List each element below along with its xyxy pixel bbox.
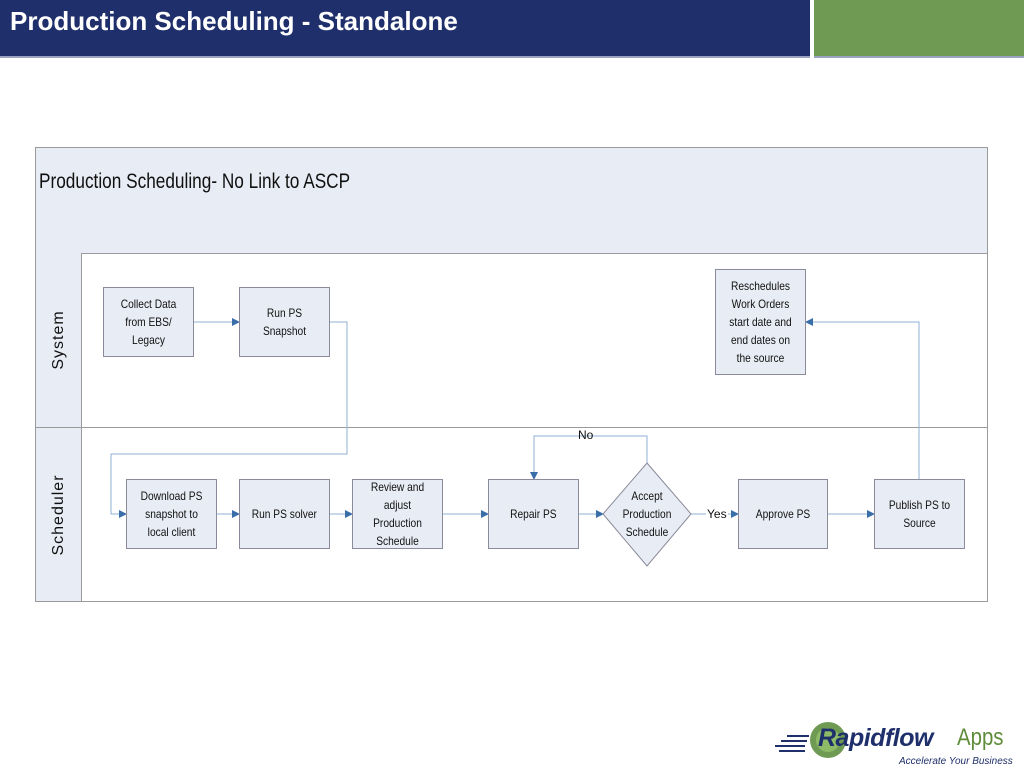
- node-reschedules-label: Reschedules Work Orders start date and e…: [729, 279, 792, 365]
- logo-brand-suffix: Apps: [957, 724, 1004, 751]
- diagram-subheader: [36, 218, 987, 254]
- node-accept-schedule: Accept Production Schedule: [605, 487, 689, 541]
- diagram-title: Production Scheduling- No Link to ASCP: [39, 170, 351, 193]
- node-run-ps-snapshot-label: Run PS Snapshot: [262, 306, 307, 338]
- node-download-ps: Download PS snapshot to local client: [126, 479, 217, 549]
- logo-tagline: Accelerate Your Business: [899, 756, 1013, 767]
- slide-title: Production Scheduling - Standalone: [10, 6, 458, 36]
- node-collect-data-label: Collect Data from EBS/ Legacy: [120, 297, 177, 347]
- edge-label-no: No: [578, 428, 594, 442]
- logo-mark: [775, 722, 846, 758]
- node-publish-ps: Publish PS to Source: [874, 479, 965, 549]
- node-repair-ps-label: Repair PS: [510, 507, 557, 521]
- logo-brand: Rapidflow: [818, 724, 933, 752]
- node-approve-ps-label: Approve PS: [755, 507, 811, 521]
- title-bar: Production Scheduling - Standalone: [0, 0, 810, 58]
- node-run-ps-snapshot: Run PS Snapshot: [239, 287, 330, 357]
- node-accept-schedule-label: Accept Production Schedule: [622, 489, 672, 539]
- decision-diamond: [602, 462, 692, 567]
- edge-publish-to-reschedule: [805, 318, 920, 479]
- lane-label-scheduler: Scheduler: [36, 428, 82, 601]
- lane-divider: [36, 427, 987, 428]
- edge-label-yes: Yes: [706, 507, 728, 521]
- node-repair-ps: Repair PS: [488, 479, 579, 549]
- node-run-ps-solver-label: Run PS solver: [251, 507, 318, 521]
- node-run-ps-solver: Run PS solver: [239, 479, 330, 549]
- lane-label-system: System: [36, 253, 82, 427]
- accent-bar: [814, 0, 1024, 58]
- edge-snapshot-to-download: [110, 321, 348, 518]
- node-review-adjust: Review and adjust Production Schedule: [352, 479, 443, 549]
- rapidflow-logo: Rapidflow Apps Accelerate Your Business: [775, 718, 1020, 768]
- diagram-header: Production Scheduling- No Link to ASCP: [36, 148, 987, 219]
- edge-accept-no-to-repair: [530, 435, 648, 480]
- node-collect-data: Collect Data from EBS/ Legacy: [103, 287, 194, 357]
- node-publish-ps-label: Publish PS to Source: [888, 498, 951, 530]
- node-review-adjust-label: Review and adjust Production Schedule: [370, 480, 425, 548]
- node-download-ps-label: Download PS snapshot to local client: [140, 489, 203, 539]
- node-approve-ps: Approve PS: [738, 479, 828, 549]
- node-reschedules-work-orders: Reschedules Work Orders start date and e…: [715, 269, 806, 375]
- swimlane-diagram: Production Scheduling- No Link to ASCP S…: [35, 147, 988, 602]
